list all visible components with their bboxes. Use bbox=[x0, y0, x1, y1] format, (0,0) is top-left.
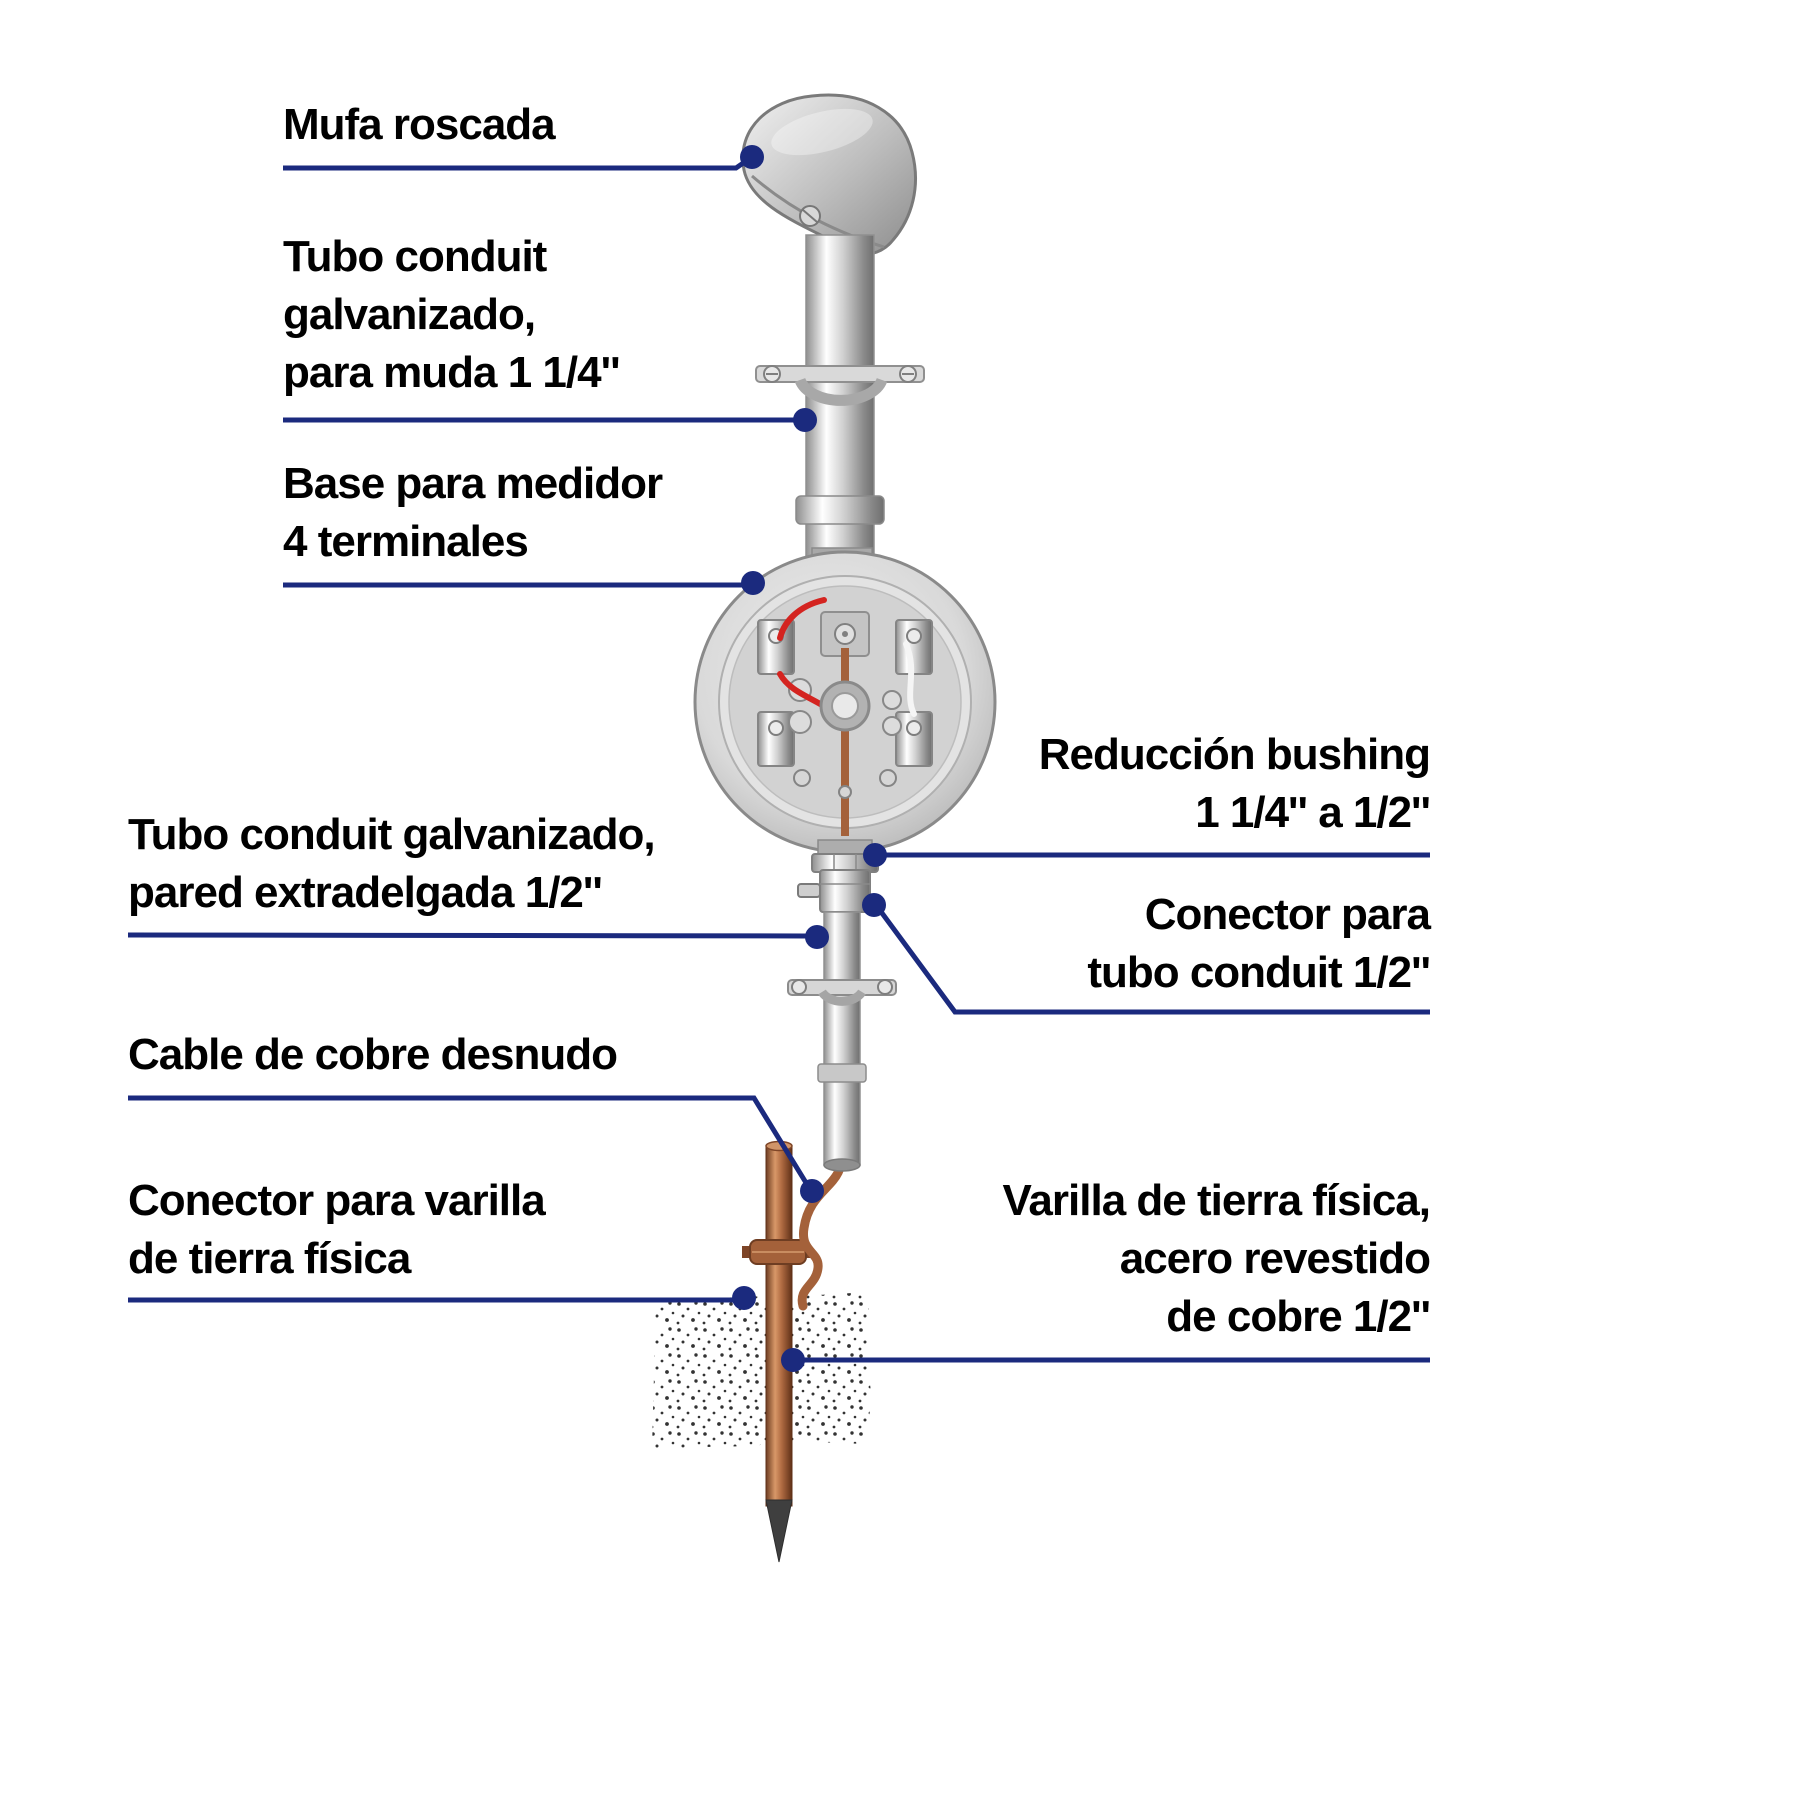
label-line: pared extradelgada 1/2'' bbox=[128, 868, 603, 917]
label-line: de tierra física bbox=[128, 1234, 411, 1283]
label-tubo-conduit-galvanizado: Tubo conduit galvanizado, para muda 1 1/… bbox=[283, 228, 783, 402]
leader-conector-tubo bbox=[862, 893, 1430, 1015]
leader-reduccion-bushing bbox=[863, 843, 1430, 867]
label-line: Cable de cobre desnudo bbox=[128, 1030, 618, 1079]
label-line: acero revestido bbox=[1119, 1234, 1431, 1283]
leader-cable-cobre bbox=[128, 1095, 824, 1203]
label-line: tubo conduit 1/2'' bbox=[1087, 948, 1431, 997]
leader-conector-varilla bbox=[128, 1286, 756, 1310]
label-line: Tubo conduit bbox=[283, 232, 547, 281]
label-line: Reducción bushing bbox=[1038, 730, 1431, 779]
label-conector-tubo: Conector para tubo conduit 1/2'' bbox=[880, 886, 1431, 1002]
label-line: galvanizado, bbox=[283, 290, 536, 339]
meter-base-graphic bbox=[693, 547, 997, 857]
label-tubo-conduit-extradelgado: Tubo conduit galvanizado, pared extradel… bbox=[128, 806, 828, 922]
lower-pipe-strap-graphic bbox=[787, 979, 897, 1006]
label-line: 1 1/4'' a 1/2'' bbox=[1195, 788, 1431, 837]
meter-terminal-graphic bbox=[757, 711, 795, 767]
label-line: Conector para bbox=[1144, 890, 1431, 939]
leader-base-medidor bbox=[283, 571, 765, 595]
ground-soil-graphic bbox=[652, 1292, 872, 1448]
lower-conduit-graphic bbox=[817, 911, 867, 1172]
label-varilla-tierra: Varilla de tierra física, acero revestid… bbox=[880, 1172, 1431, 1346]
label-conector-varilla: Conector para varilla de tierra física bbox=[128, 1172, 828, 1288]
upper-pipe-clamp-graphic bbox=[755, 365, 925, 406]
label-cable-cobre: Cable de cobre desnudo bbox=[128, 1026, 828, 1084]
label-line: Base para medidor bbox=[283, 459, 663, 508]
label-line: Varilla de tierra física, bbox=[1002, 1176, 1431, 1225]
label-line: para muda 1 1/4'' bbox=[283, 348, 621, 397]
label-line: Mufa roscada bbox=[283, 100, 556, 149]
label-line: Tubo conduit galvanizado, bbox=[128, 810, 656, 859]
label-line: 4 terminales bbox=[283, 517, 529, 566]
leader-tubo-conduit-extradelgado bbox=[127, 925, 829, 949]
label-mufa-roscada: Mufa roscada bbox=[283, 96, 763, 154]
white-wire-graphic bbox=[903, 641, 917, 717]
ground-rod-graphic bbox=[765, 1140, 793, 1563]
label-line: Conector para varilla bbox=[128, 1176, 546, 1225]
leader-tubo-conduit-galvanizado bbox=[283, 408, 817, 432]
leader-mufa-roscada bbox=[283, 145, 764, 171]
meter-terminal-graphic bbox=[757, 619, 795, 675]
rod-tip-graphic bbox=[765, 1499, 793, 1563]
weatherhead-graphic bbox=[741, 93, 917, 256]
label-reduccion-bushing: Reducción bushing 1 1/4'' a 1/2'' bbox=[880, 726, 1431, 842]
conduit-connector-graphic bbox=[797, 869, 871, 913]
label-base-medidor: Base para medidor 4 terminales bbox=[283, 455, 783, 571]
label-line: de cobre 1/2'' bbox=[1166, 1292, 1431, 1341]
conduit-coupling-graphic bbox=[795, 495, 885, 525]
leader-varilla-tierra bbox=[781, 1348, 1430, 1372]
copper-cable-graphic bbox=[797, 1145, 846, 1311]
red-wire-graphic bbox=[777, 597, 827, 641]
lower-coupling-graphic bbox=[817, 1063, 867, 1083]
